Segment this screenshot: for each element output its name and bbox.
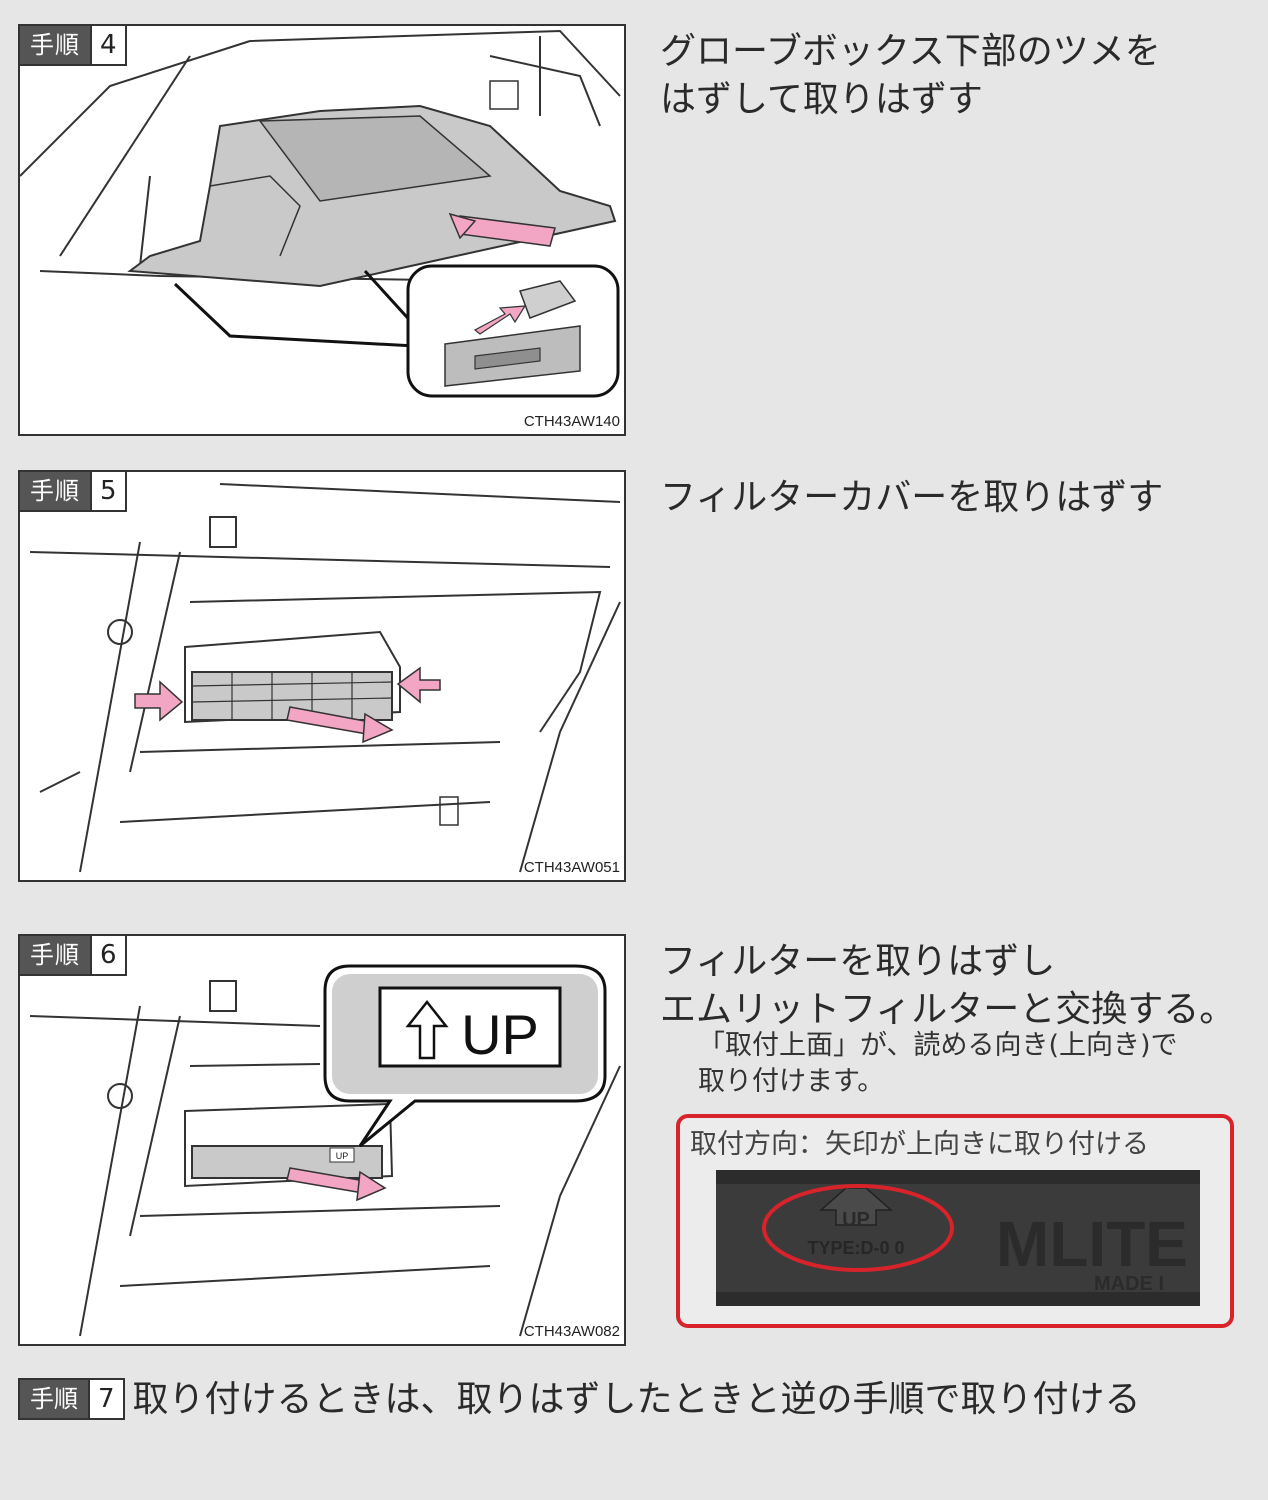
step-6-note: 「取付上面」が、読める向き(上向き)で 取り付けます。 (698, 1028, 1178, 1100)
note-line: 取り付けます。 (698, 1066, 885, 1097)
instruction-line: グローブボックス下部のツメを (660, 31, 1161, 72)
step-7-tag: 手順 7 (18, 1378, 125, 1420)
up-label: UP (461, 1003, 539, 1066)
orientation-photo-box: 取付方向：矢印が上向きに取り付ける UP TYPE:D-0 0 MLITE MA… (676, 1114, 1234, 1328)
highlight-ellipse (762, 1184, 954, 1272)
illustration-code: CTH43AW051 (523, 859, 620, 876)
step-label: 手順 (20, 1380, 88, 1418)
step-number: 6 (90, 936, 125, 974)
photo-caption: 取付方向：矢印が上向きに取り付ける (690, 1129, 1149, 1160)
instruction-line: フィルターを取りはずし (660, 941, 1056, 982)
step-6-illustration: 手順 6 UP UP CTH43AW082 (18, 934, 626, 1346)
filter-replace-drawing: UP UP (29, 964, 621, 1337)
step-4-tag: 手順 4 (20, 26, 127, 66)
step-5-illustration: 手順 5 CTH43AW051 (18, 470, 626, 882)
instruction-line: はずして取りはずす (660, 79, 983, 120)
step-label: 手順 (20, 472, 90, 510)
filter-cover-drawing (29, 483, 621, 873)
step-number: 7 (88, 1380, 123, 1418)
step-4-instruction: グローブボックス下部のツメを はずして取りはずす (660, 28, 1161, 124)
step-5-tag: 手順 5 (20, 472, 127, 512)
illustration-code: CTH43AW140 (523, 413, 620, 430)
embossed-type: TYPE:D-0 0 (807, 1238, 904, 1258)
step-7-instruction: 取り付けるときは、取りはずしたときと逆の手順で取り付ける (132, 1379, 1141, 1420)
glovebox-shape (127, 104, 617, 288)
step-number: 4 (90, 26, 125, 64)
embossed-brand: MLITE (996, 1208, 1188, 1280)
step-6-instruction: フィルターを取りはずし エムリットフィルターと交換する。 (660, 938, 1235, 1034)
instruction-line: エムリットフィルターと交換する。 (660, 989, 1236, 1030)
up-arrow-icon (405, 999, 449, 1060)
step-6-tag: 手順 6 (20, 936, 127, 976)
embossed-arrow-icon (819, 1187, 893, 1226)
step-label: 手順 (20, 936, 90, 974)
step-label: 手順 (20, 26, 90, 64)
illustration-code: CTH43AW082 (523, 1323, 620, 1340)
embossed-up: UP (842, 1209, 870, 1231)
instruction-line: フィルターカバーを取りはずす (660, 477, 1164, 518)
small-up-label: UP (336, 1151, 349, 1161)
step-4-illustration: 手順 4 CTH43AW140 (18, 24, 626, 436)
step-number: 5 (90, 472, 125, 510)
embossed-made: MADE I (1094, 1273, 1164, 1295)
step-5-instruction: フィルターカバーを取りはずす (660, 474, 1163, 522)
filter-photo: UP TYPE:D-0 0 MLITE MADE I (716, 1170, 1200, 1306)
step-7: 手順 7 取り付けるときは、取りはずしたときと逆の手順で取り付ける (18, 1372, 1193, 1428)
glovebox-removal-drawing (20, 29, 621, 398)
note-line: 「取付上面」が、読める向き(上向き)で (698, 1030, 1178, 1061)
